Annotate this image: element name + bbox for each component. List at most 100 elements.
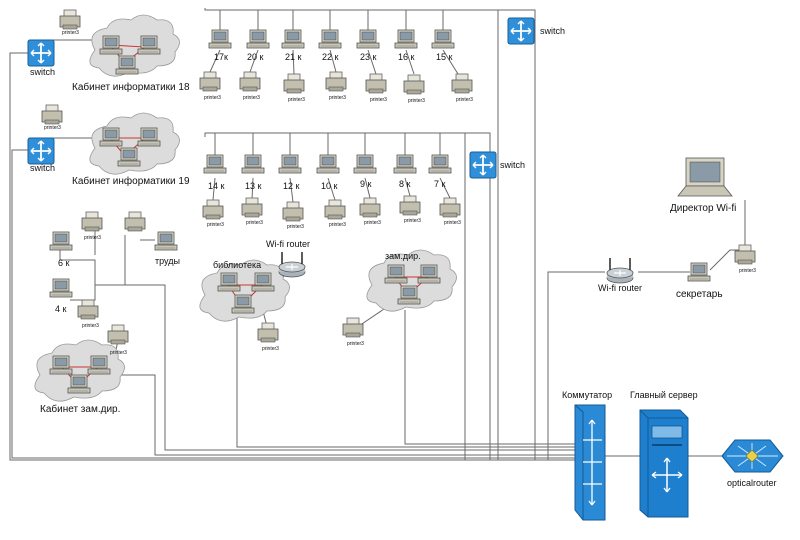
switch-label: switch: [30, 67, 55, 77]
top-row: 17к 20 к 21 к 22 к 23 к 16 к 15 к printe…: [199, 29, 473, 104]
printer-label: printer3: [62, 30, 79, 36]
switch-icon: [27, 39, 55, 67]
pc-icon: [356, 29, 380, 49]
zamdir-label: зам.дир.: [385, 251, 421, 261]
pc-icon: [49, 278, 73, 298]
pc-label: 14 к: [208, 181, 225, 191]
printer-icon: [124, 211, 146, 232]
pc-icon: [208, 29, 232, 49]
printer-label: printer3: [246, 220, 263, 226]
switch-icon: [469, 151, 497, 179]
pc-label-trudy: труды: [155, 256, 180, 266]
kommutator-label: Коммутатор: [562, 390, 612, 400]
pc-icon: [687, 262, 711, 282]
pc-icon: [316, 154, 340, 174]
printer-icon: [77, 299, 99, 320]
pc-label: 7 к: [434, 179, 446, 189]
pc-label: 12 к: [283, 181, 300, 191]
printer-icon: [403, 74, 425, 95]
printer-icon: [439, 197, 461, 218]
wifi-router-label: Wi-fi router: [598, 283, 642, 293]
pc-icon: [154, 231, 178, 251]
cloud-inf18: [89, 14, 180, 77]
server-icon: [639, 409, 689, 518]
pc-icon: [394, 29, 418, 49]
pc-icon: [431, 29, 455, 49]
pc-label-6k: 6 к: [58, 258, 70, 268]
switch-label: switch: [500, 160, 525, 170]
wifi-router-label: Wi-fi router: [266, 239, 310, 249]
pc-icon: [428, 154, 452, 174]
middle-row: 14 к 13 к 12 к 10 к 9 к 8 к 7 к printer3…: [202, 154, 461, 230]
printer-icon: [59, 9, 81, 30]
kommutator-icon: [574, 404, 606, 521]
pc-label: 10 к: [321, 181, 338, 191]
printer-icon: [107, 324, 129, 345]
printer-icon: [325, 71, 347, 92]
pc-icon: [203, 154, 227, 174]
printer-label: printer3: [110, 350, 127, 356]
printer-label: printer3: [44, 125, 61, 131]
wifi-router-icon: [606, 257, 634, 284]
switch-label: switch: [30, 163, 55, 173]
laptop-icon: [677, 157, 733, 197]
pc-icon: [246, 29, 270, 49]
printer-icon: [202, 199, 224, 220]
pc-icon: [353, 154, 377, 174]
optical-router-label: opticalrouter: [727, 478, 777, 488]
cloud-zamdir-cabinet: [34, 339, 125, 402]
cloud-library: [199, 259, 290, 322]
wifi-router-icon: [278, 251, 306, 278]
printer-label: printer3: [287, 224, 304, 230]
printer-label: printer3: [204, 95, 221, 101]
pc-label: 17к: [214, 52, 228, 62]
printer-icon: [365, 73, 387, 94]
cloud-inf19: [89, 112, 180, 175]
printer-icon: [324, 199, 346, 220]
cloud-zamdir: [366, 249, 457, 312]
printer-label: printer3: [404, 218, 421, 224]
printer-label: printer3: [329, 222, 346, 228]
printer-icon: [399, 195, 421, 216]
switch-icon: [27, 137, 55, 165]
wires: [9, 8, 746, 461]
printer-label: printer3: [456, 97, 473, 103]
pc-label-4k: 4 к: [55, 304, 67, 314]
printer-label: printer3: [84, 235, 101, 241]
printer-icon: [41, 104, 63, 125]
printer-label: printer3: [329, 95, 346, 101]
switch-label: switch: [540, 26, 565, 36]
printer-label: printer3: [243, 95, 260, 101]
pc-label: 16 к: [398, 52, 415, 62]
printer-icon: [734, 244, 756, 265]
printer-icon: [257, 322, 279, 343]
printer-label: printer3: [364, 220, 381, 226]
printer-icon: [199, 71, 221, 92]
printer-label: printer3: [408, 98, 425, 104]
printer-icon: [282, 201, 304, 222]
printer-icon: [359, 197, 381, 218]
pc-label: 15 к: [436, 52, 453, 62]
pc-label: 23 к: [360, 52, 377, 62]
pc-icon: [278, 154, 302, 174]
room-label-inf18: Кабинет информатики 18: [72, 81, 190, 93]
director-wifi-label: Директор Wi-fi: [670, 203, 736, 214]
printer-icon: [241, 197, 263, 218]
library-label: библиотека: [213, 260, 261, 270]
switch-icon: [507, 17, 535, 45]
pc-label: 21 к: [285, 52, 302, 62]
pc-icon: [281, 29, 305, 49]
printer-icon: [451, 73, 473, 94]
pc-icon: [49, 231, 73, 251]
printer-label: printer3: [370, 97, 387, 103]
pc-icon: [241, 154, 265, 174]
pc-label: 22 к: [322, 52, 339, 62]
printer-label: printer3: [262, 346, 279, 352]
printer-icon: [239, 71, 261, 92]
pc-label: 9 к: [360, 179, 372, 189]
printer-icon: [342, 317, 364, 338]
printer-label: printer3: [444, 220, 461, 226]
main-server-label: Главный сервер: [630, 390, 698, 400]
